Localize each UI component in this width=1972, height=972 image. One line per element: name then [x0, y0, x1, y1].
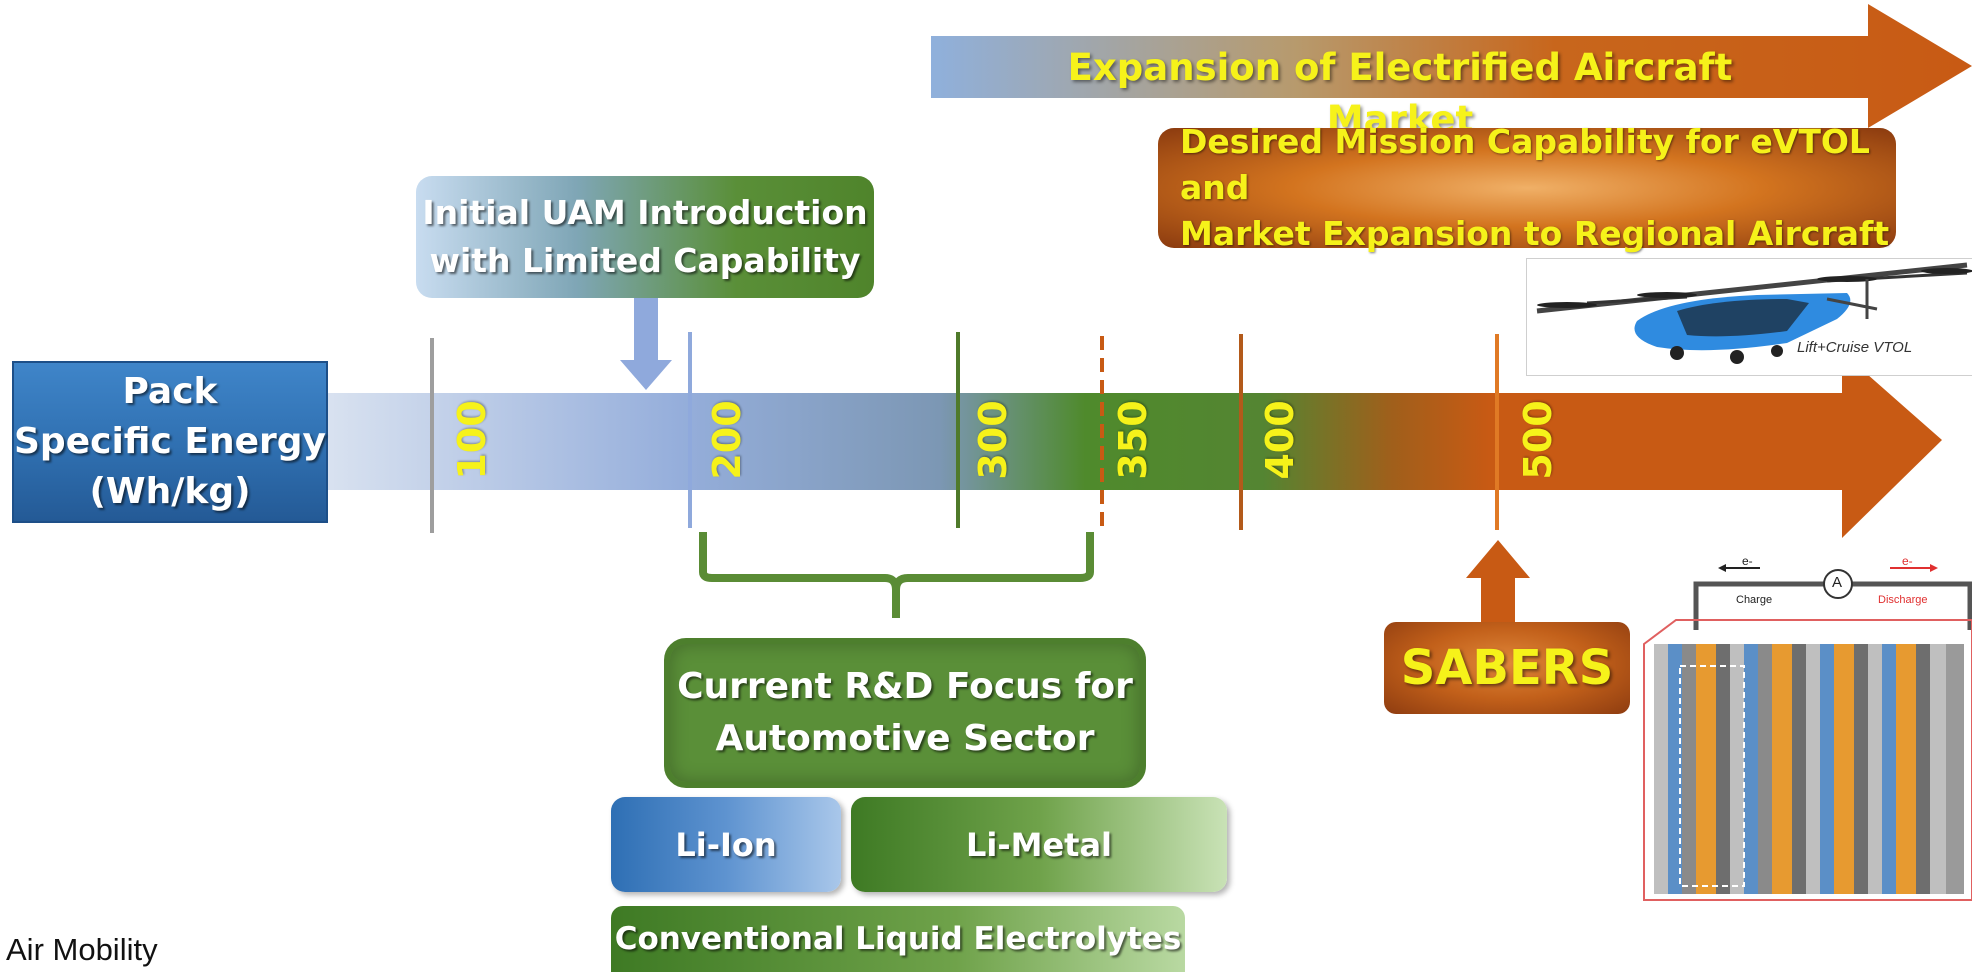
uam-intro-box: Initial UAM Introduction with Limited Ca… [416, 176, 874, 298]
charge-label: Charge [1736, 594, 1773, 606]
ammeter-label: A [1832, 574, 1843, 591]
li-ion-label: Li-Ion [675, 825, 777, 864]
sabers-label: SABERS [1400, 640, 1614, 696]
tick-label-350: 350 [1111, 400, 1155, 480]
sabers-box: SABERS [1384, 622, 1630, 714]
electron-right-label: e- [1902, 554, 1913, 568]
uam-intro-line1: Initial UAM Introduction [422, 193, 868, 232]
mission-capability-line1: Desired Mission Capability for eVTOL and [1180, 122, 1870, 207]
electrolyte-label: Conventional Liquid Electrolytes [614, 921, 1182, 957]
market-expansion-label: Expansion of Electrified Aircraft Market [1067, 46, 1733, 141]
tick-label-400: 400 [1258, 400, 1302, 480]
axis-label-line2: Specific Energy [14, 421, 326, 462]
rd-focus-box: Current R&D Focus for Automotive Sector [664, 638, 1146, 788]
discharge-label: Discharge [1878, 594, 1928, 606]
axis-label-line1: Pack [122, 371, 218, 412]
sabers-pointer-arrow [1466, 540, 1530, 622]
aircraft-caption: Lift+Cruise VTOL [1797, 339, 1913, 356]
li-metal-box: Li-Metal [851, 797, 1227, 892]
rd-focus-line2: Automotive Sector [715, 718, 1095, 759]
electron-left-label: e- [1742, 554, 1753, 568]
tick-label-300: 300 [971, 400, 1015, 480]
li-ion-box: Li-Ion [611, 797, 841, 892]
tick-label-100: 100 [450, 400, 494, 480]
evtol-aircraft-image: Lift+Cruise VTOL [1526, 258, 1972, 376]
mission-capability-box: Desired Mission Capability for eVTOL and… [1158, 122, 1896, 253]
axis-label-box: Pack Specific Energy (Wh/kg) [12, 361, 328, 523]
rd-focus-line1: Current R&D Focus for [677, 666, 1133, 707]
energy-axis-arrow [325, 352, 1942, 538]
axis-label-line3: (Wh/kg) [89, 471, 251, 512]
tick-label-500: 500 [1516, 400, 1560, 480]
tick-label-200: 200 [705, 400, 749, 480]
li-metal-label: Li-Metal [965, 825, 1113, 864]
battery-stack-icon [1643, 564, 1972, 901]
evtol-aircraft-icon [1536, 262, 1972, 364]
rd-range-brace [699, 532, 1094, 618]
battery-cell-diagram: e- e- Charge Discharge A [1640, 554, 1972, 902]
mission-capability-line2: Market Expansion to Regional Aircraft [1180, 214, 1890, 253]
electrolyte-box: Conventional Liquid Electrolytes [611, 906, 1185, 972]
market-expansion-arrow [931, 4, 1972, 128]
footer-text: Air Mobility [6, 932, 158, 967]
uam-intro-line2: with Limited Capability [429, 241, 861, 280]
uam-pointer-arrow [620, 298, 672, 390]
